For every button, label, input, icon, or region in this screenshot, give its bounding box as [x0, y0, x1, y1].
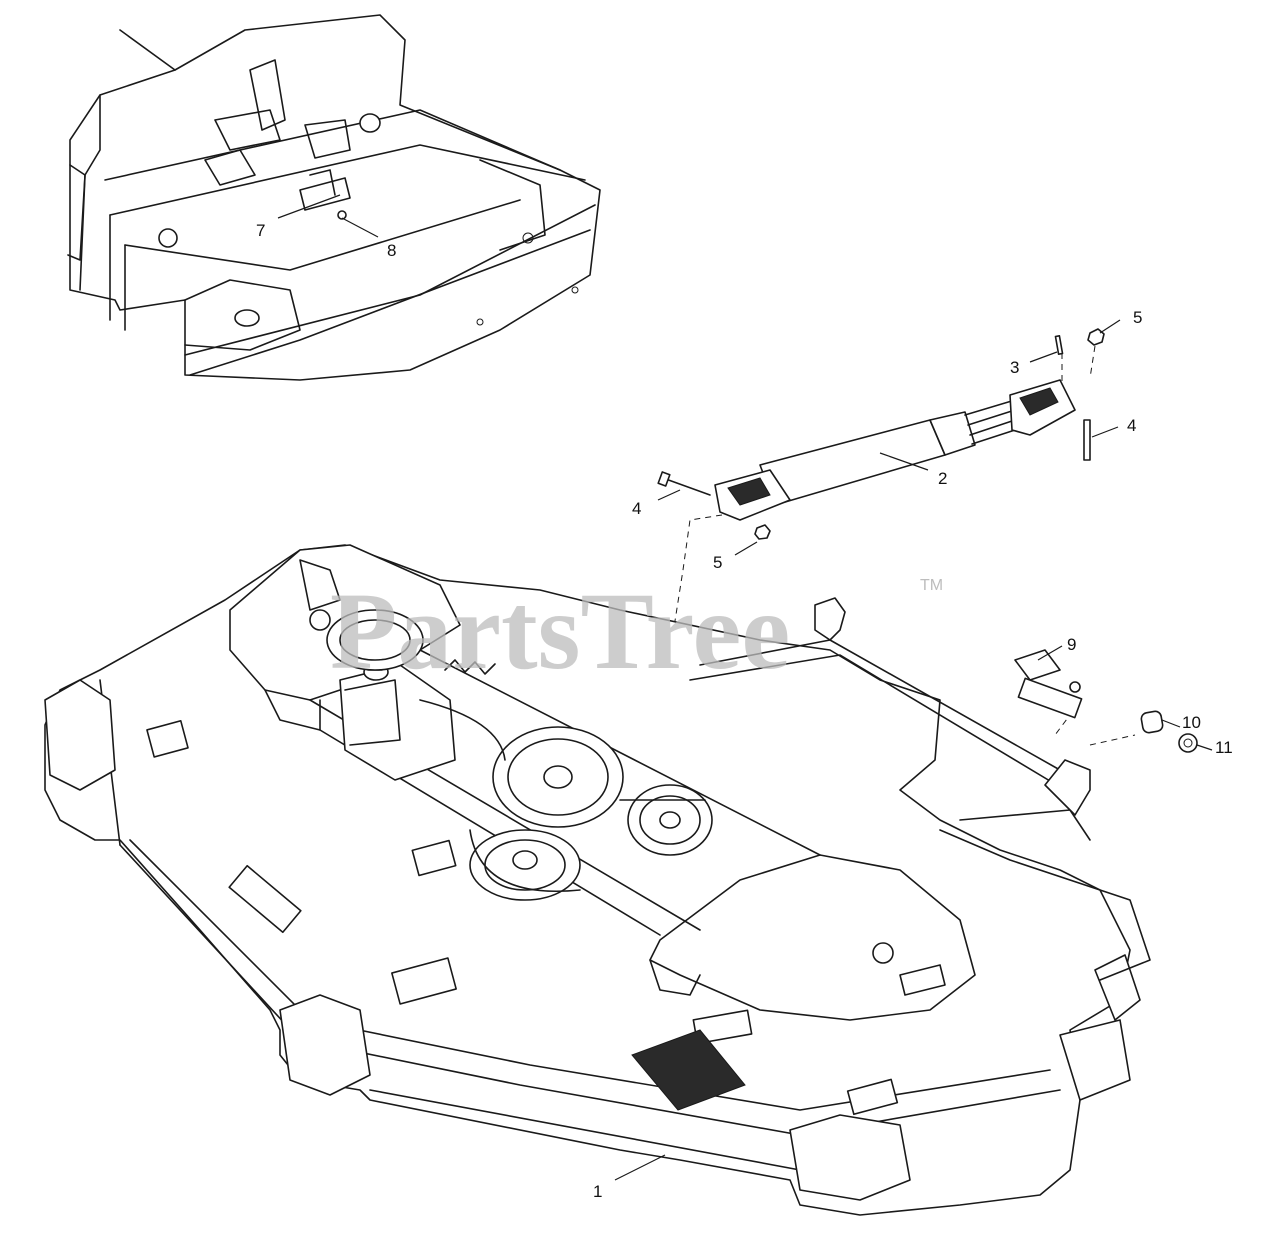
leader-3: [1029, 351, 1058, 363]
callout-4-left[interactable]: 4: [632, 499, 641, 518]
pto-drive-shaft: [657, 328, 1105, 540]
leader-2: [879, 452, 929, 471]
callout-11[interactable]: 11: [1215, 738, 1233, 757]
leader-4b: [1091, 426, 1119, 438]
callout-4-right[interactable]: 4: [1127, 416, 1136, 435]
callout-leaders: [277, 194, 1213, 1181]
caster-wheels: [44, 679, 1141, 1201]
callout-9[interactable]: 9: [1067, 635, 1076, 654]
callouts: 7 8 3 5 4 2 4 5 9 10 11 1: [256, 221, 1233, 1201]
leader-1: [614, 1154, 666, 1181]
callout-10[interactable]: 10: [1182, 713, 1201, 732]
watermark-trademark: TM: [920, 577, 943, 594]
hitch-parts: [689, 597, 1198, 816]
callout-5-top[interactable]: 5: [1133, 308, 1142, 327]
leader-8: [341, 217, 379, 238]
callout-5-bottom[interactable]: 5: [713, 553, 722, 572]
leader-10: [1161, 719, 1181, 728]
tractor-frame: [67, 14, 601, 381]
leader-9: [1037, 645, 1063, 661]
callout-1[interactable]: 1: [593, 1182, 602, 1201]
leader-5b: [1099, 319, 1121, 334]
callout-8[interactable]: 8: [387, 241, 396, 260]
watermark-text: PartsTree: [330, 570, 790, 692]
pulleys: [326, 609, 713, 901]
watermark: PartsTree TM: [330, 570, 943, 692]
leader-4a: [657, 489, 681, 501]
callout-3[interactable]: 3: [1010, 358, 1019, 377]
leader-11: [1196, 744, 1213, 751]
callout-2[interactable]: 2: [938, 469, 947, 488]
callout-7[interactable]: 7: [256, 221, 265, 240]
mower-deck: [44, 544, 1151, 1216]
leader-5a: [734, 541, 758, 556]
leader-7: [277, 194, 341, 219]
deck-grille: [631, 1029, 746, 1111]
